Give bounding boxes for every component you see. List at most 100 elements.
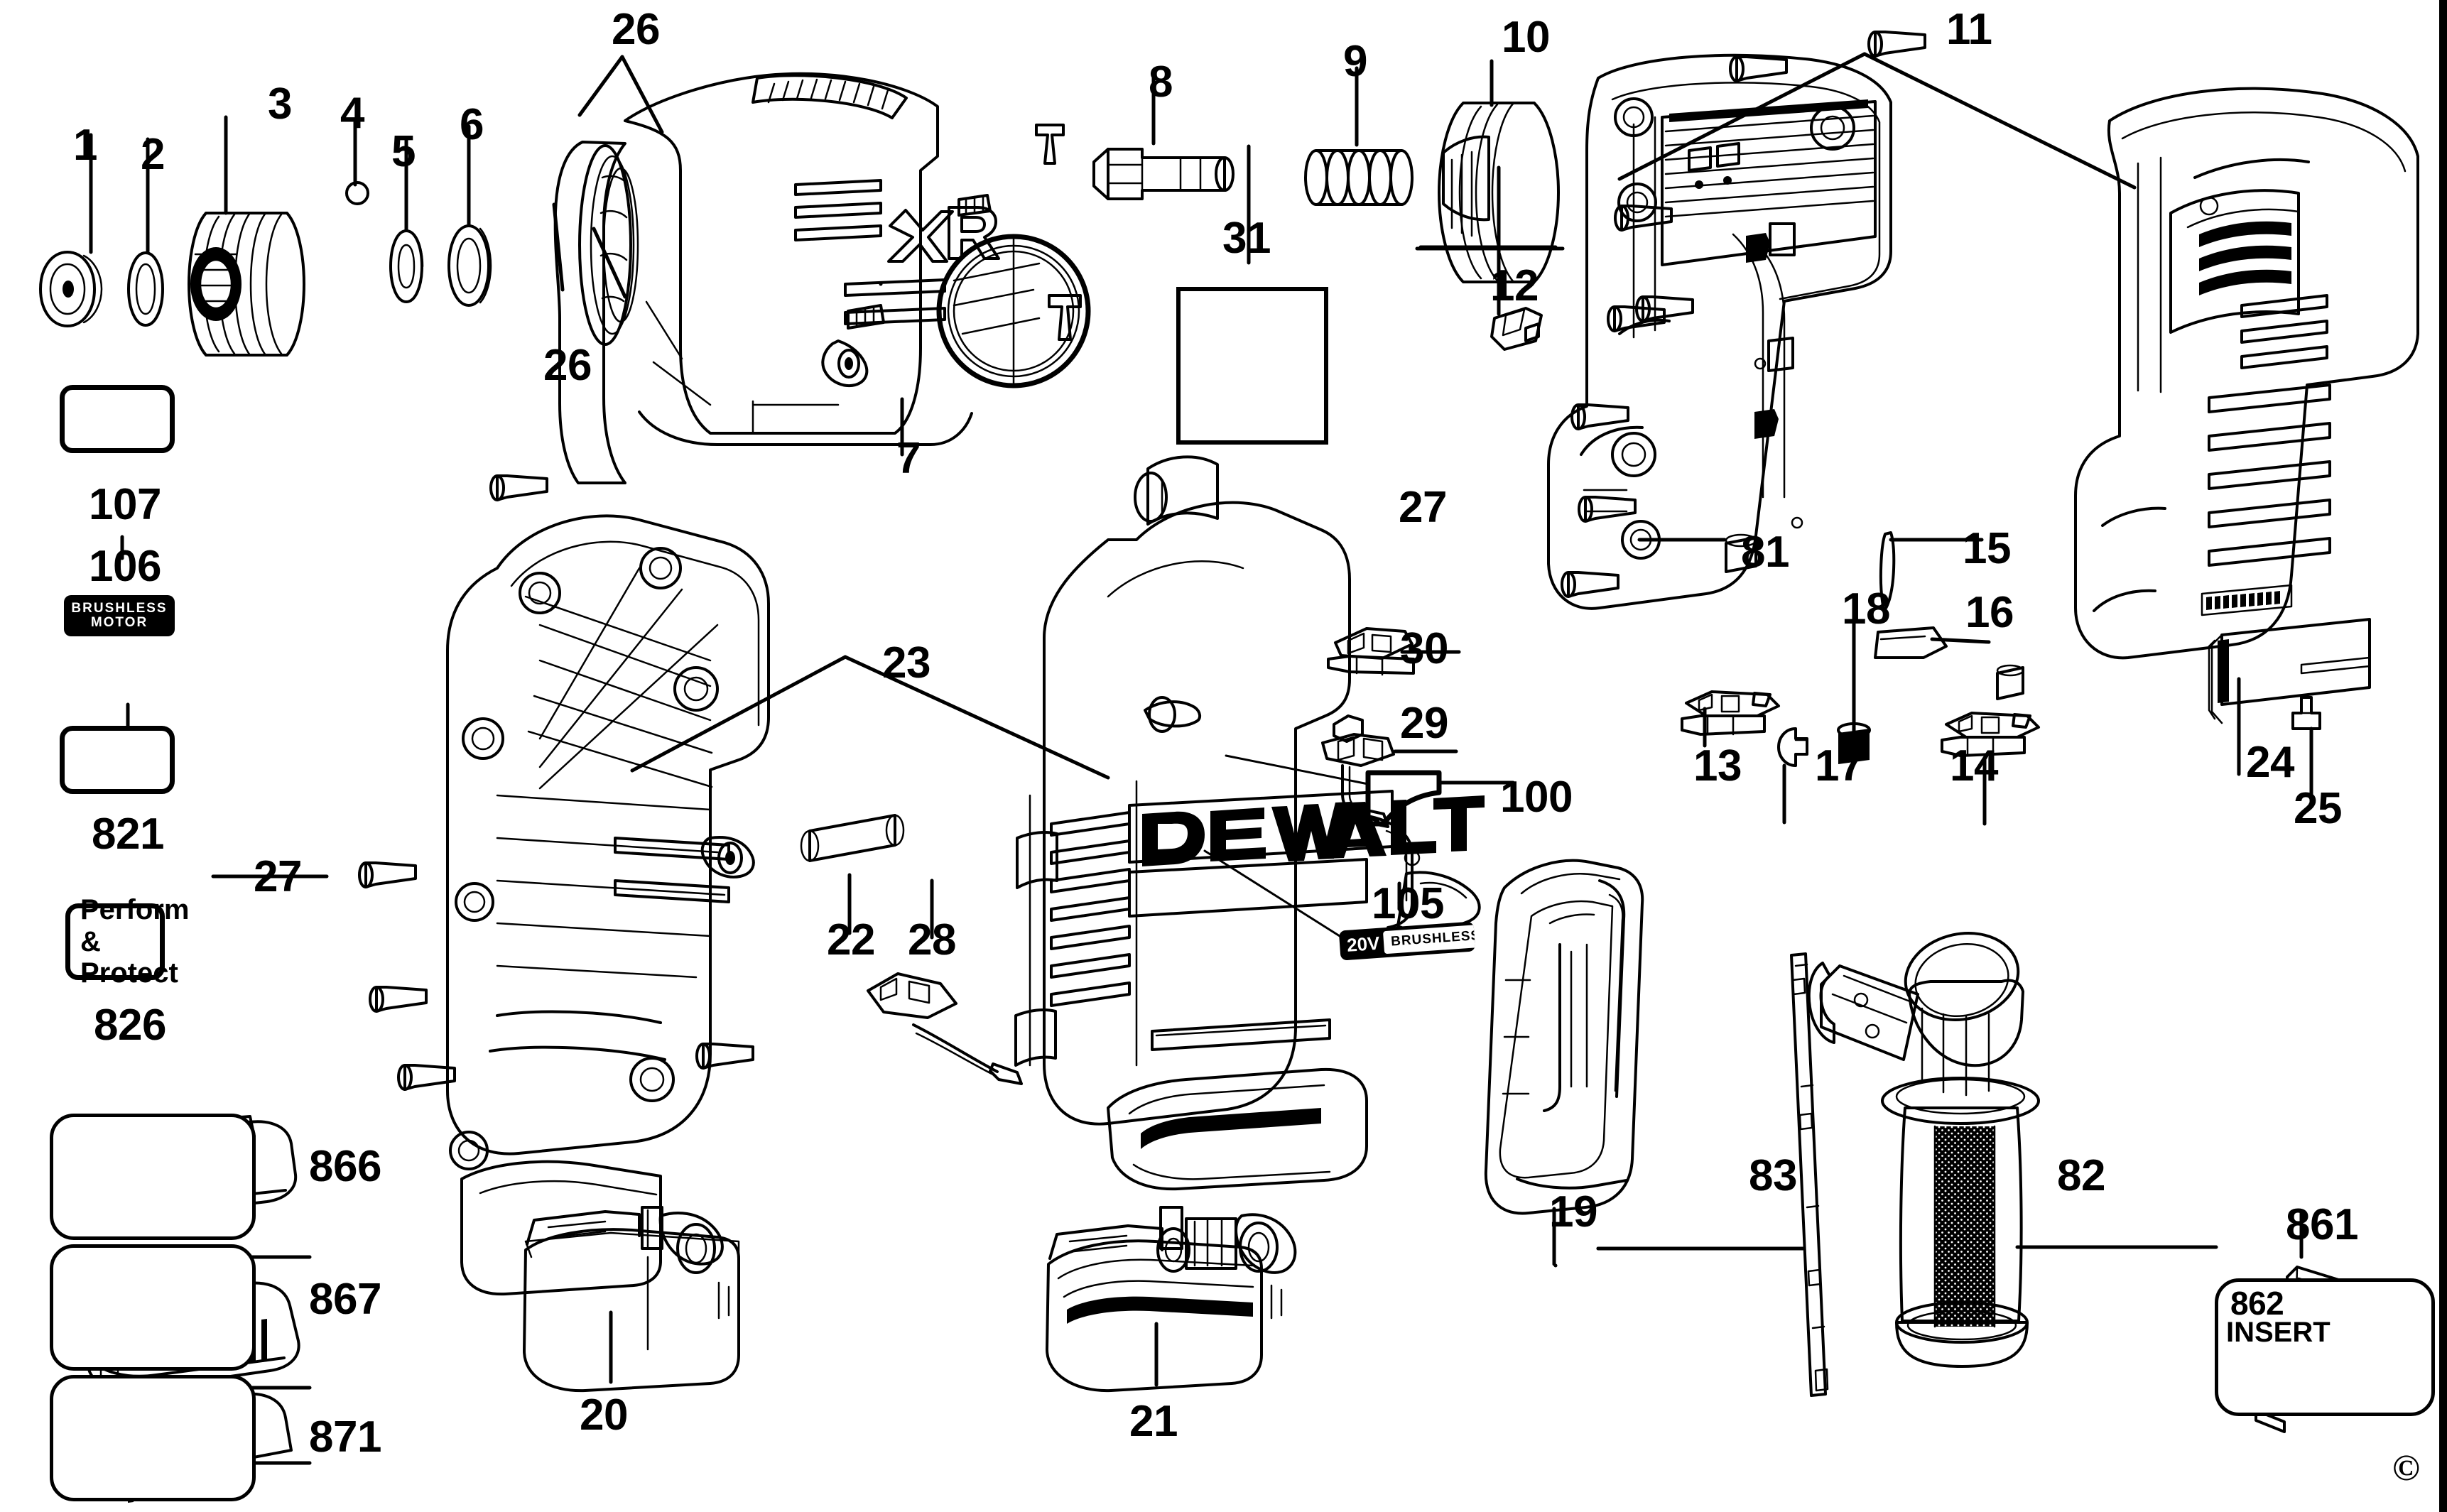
part-callout-826: 826 [94, 1001, 166, 1050]
part-82-side-handle [1807, 931, 2040, 1368]
part-10-bellows-boot [1438, 102, 1560, 283]
sheet-right-border [2439, 0, 2447, 1512]
part-24-battery-rail-cover [2208, 618, 2371, 724]
part-callout-105: 105 [1372, 879, 1444, 928]
part-callout-871: 871 [309, 1413, 381, 1462]
part-callout-26: 26 [612, 5, 660, 54]
part-callout-18: 18 [1842, 584, 1890, 633]
insert-label-number: 862 [2230, 1285, 2284, 1322]
part-callout-861: 861 [2286, 1200, 2358, 1249]
part-30-contact-bracket [1327, 627, 1415, 676]
kit-box-871 [50, 1375, 256, 1501]
brushless-badge-line2: MOTOR [90, 615, 148, 630]
perform-line-3: Protect [80, 957, 178, 989]
kit-box-866 [50, 1114, 256, 1240]
part-23-clamshell-left [446, 514, 770, 1296]
part-callout-27: 27 [254, 852, 302, 901]
part-callout-867: 867 [309, 1275, 381, 1324]
perform-line-2: & [80, 925, 101, 957]
part-callout-20: 20 [580, 1391, 628, 1440]
kit-box-867 [50, 1244, 256, 1371]
inset-box-part-31 [1176, 287, 1328, 445]
part-callout-19: 19 [1549, 1187, 1597, 1236]
part-29-switch-assembly [1321, 714, 1395, 828]
sleeve-extra [1996, 664, 2024, 700]
part-callout-27: 27 [1399, 483, 1447, 532]
part-6-washer [447, 224, 492, 307]
part-2-seal-ring [127, 251, 164, 327]
part-callout-100: 100 [1500, 773, 1573, 822]
perform-and-protect-label: Perform & Protect [65, 894, 189, 989]
part-callout-4: 4 [340, 89, 364, 138]
part-callout-13: 13 [1693, 741, 1742, 790]
part-callout-821: 821 [92, 810, 164, 859]
dewalt-logo-icon [1128, 790, 1485, 866]
part-callout-81: 81 [1741, 528, 1789, 577]
part-callout-6: 6 [460, 100, 484, 149]
part-callout-30: 30 [1400, 624, 1448, 673]
part-23-clamshell-right [1014, 455, 1485, 1191]
voltage-badge-text: BRUSHLESS [1383, 924, 1476, 954]
part-callout-22: 22 [827, 915, 875, 964]
copyright-mark: © [2392, 1448, 2420, 1489]
part-8-mode-selector-shaft [1092, 148, 1235, 200]
part-callout-83: 83 [1749, 1151, 1797, 1200]
part-callout-25: 25 [2294, 784, 2342, 833]
perform-line-1: Perform [80, 893, 190, 925]
part-callout-107: 107 [89, 480, 161, 529]
part-callout-10: 10 [1502, 13, 1550, 62]
part-12-lever [1490, 307, 1543, 351]
part-9-compression-spring [1304, 149, 1414, 206]
part-callout-12: 12 [1490, 261, 1539, 310]
part-25-screw-plug [2291, 696, 2321, 730]
part-callout-9: 9 [1343, 37, 1367, 86]
part-21-battery-foot-right [1046, 1206, 1297, 1393]
part-callout-17: 17 [1815, 741, 1863, 790]
part-callout-2: 2 [141, 130, 165, 179]
part-28-switch-harness [867, 972, 1023, 1085]
part-callout-26: 26 [543, 341, 592, 390]
part-callout-7: 7 [896, 434, 921, 483]
part-callout-3: 3 [268, 80, 292, 129]
part-callout-24: 24 [2246, 738, 2294, 787]
part-callout-11: 11 [1946, 5, 1992, 54]
screw-cluster-motor [1561, 31, 1926, 598]
label-821-blank [60, 726, 175, 794]
part-callout-5: 5 [391, 127, 416, 176]
part-callout-14: 14 [1950, 741, 1998, 790]
part-11-motor-field-housing [1547, 53, 1892, 610]
part-11-motor-housing-right-half [2074, 87, 2419, 660]
insert-label-text: INSERT [2226, 1317, 2331, 1348]
part-callout-16: 16 [1965, 588, 2014, 637]
part-callout-23: 23 [882, 638, 930, 687]
part-callout-106: 106 [89, 542, 161, 591]
label-107-blank [60, 385, 175, 453]
part-1-dust-cap [39, 251, 103, 327]
voltage-badge-volts: 20V [1346, 932, 1381, 956]
part-7-gearbox-housing [553, 72, 1091, 484]
part-14-terminal-block-right [1941, 712, 2040, 757]
part-callout-28: 28 [908, 915, 956, 964]
part-callout-15: 15 [1963, 524, 2011, 573]
part-17-rivet [1777, 727, 1808, 767]
part-4-steel-ball [345, 181, 369, 205]
part-callout-29: 29 [1400, 699, 1448, 748]
part-13-terminal-block-left [1681, 690, 1780, 736]
part-5-retaining-ring [389, 229, 424, 303]
brushless-badge-line1: BRUSHLESS [71, 601, 168, 616]
part-15-pin [1879, 531, 1896, 611]
brushless-motor-badge: BRUSHLESS MOTOR [64, 595, 175, 636]
part-19-handle-grip-cover [1484, 859, 1644, 1215]
part-callout-21: 21 [1129, 1397, 1178, 1446]
part-100-nameplate [1365, 770, 1442, 827]
part-callout-31: 31 [1222, 214, 1271, 263]
part-16-wedge-key [1874, 626, 1948, 659]
part-callout-82: 82 [2057, 1151, 2105, 1200]
part-callout-1: 1 [73, 121, 97, 170]
part-callout-8: 8 [1149, 58, 1173, 107]
dewalt-logo-mini-icon [2201, 584, 2293, 616]
part-callout-866: 866 [309, 1142, 381, 1191]
part-3-chuck-sleeve [188, 212, 305, 357]
screw-cluster-left-clamshell [358, 474, 754, 1091]
